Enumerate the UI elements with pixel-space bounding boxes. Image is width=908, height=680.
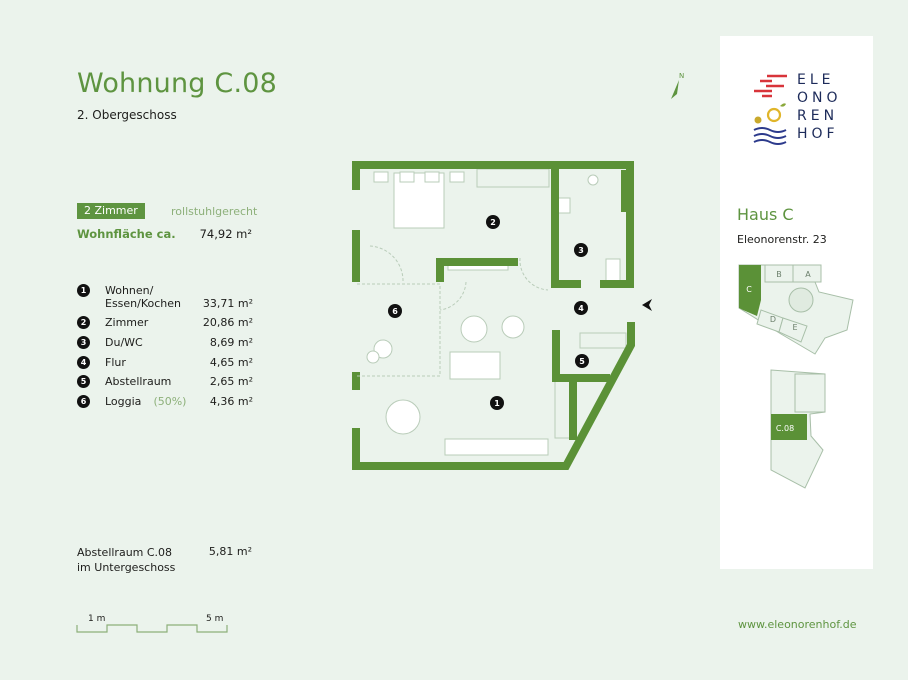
room-area: 4,36 m² <box>209 395 253 408</box>
room-number: 1 <box>77 284 90 297</box>
room-number: 6 <box>77 395 90 408</box>
room-row: 5 Abstellraum 2,65 m² <box>77 375 253 388</box>
compass-label: N <box>679 72 684 80</box>
room-note: (50%) <box>153 395 187 408</box>
rooms-badge: 2 Zimmer <box>77 203 145 219</box>
room-number: 5 <box>77 375 90 388</box>
floor-plan: 1 2 3 4 5 6 <box>352 161 652 470</box>
room-marker-6: 6 <box>392 307 398 316</box>
room-area: 2,65 m² <box>209 375 253 388</box>
logo-text-1: ELE <box>797 72 835 88</box>
room-label: Zimmer <box>105 316 149 329</box>
room-label: Flur <box>105 356 126 369</box>
scale-bar <box>76 624 228 633</box>
room-area: 8,69 m² <box>209 336 253 349</box>
room-label-line1: Wohnen/ <box>105 284 154 297</box>
room-marker-3: 3 <box>578 246 584 255</box>
site-label-d: D <box>770 315 776 324</box>
house-title: Haus C <box>737 205 794 224</box>
page-title: Wohnung C.08 <box>77 68 277 99</box>
room-marker-2: 2 <box>490 218 496 227</box>
room-area: 4,65 m² <box>209 356 253 369</box>
room-row: 4 Flur 4,65 m² <box>77 356 253 369</box>
living-area-label: Wohnfläche ca. <box>77 227 176 241</box>
room-row: 1 Wohnen/Essen/Kochen 33,71 m² <box>77 284 253 310</box>
scale-label-left: 1 m <box>88 614 106 624</box>
logo-text-3: REN <box>797 108 839 124</box>
room-label: Wohnen/Essen/Kochen <box>105 284 181 310</box>
unit-label: C.08 <box>776 424 794 433</box>
room-row: 2 Zimmer 20,86 m² <box>77 316 253 329</box>
sofa-icon <box>449 351 501 380</box>
floor-label: 2. Obergeschoss <box>77 108 177 122</box>
room-label: Du/WC <box>105 336 143 349</box>
logo-text-2: ONO <box>797 90 842 106</box>
logo-text-4: HOF <box>797 126 839 142</box>
room-label: Loggia (50%) <box>105 395 186 408</box>
wardrobe <box>476 168 550 188</box>
room-marker-4: 4 <box>578 304 584 313</box>
storage-line1: Abstellraum C.08 <box>77 546 173 559</box>
site-label-a: A <box>805 270 811 279</box>
room-label-line2: Essen/Kochen <box>105 297 182 310</box>
house-address: Eleonorenstr. 23 <box>737 233 827 246</box>
entrance-arrow-icon <box>642 299 652 311</box>
room-label: Abstellraum <box>105 375 172 388</box>
chair-icon <box>501 315 525 339</box>
table-icon <box>460 315 488 343</box>
scale-label-right: 5 m <box>206 614 224 624</box>
site-plan: A B C D E C.08 <box>738 264 854 489</box>
storage-area: 5,81 m² <box>208 545 252 558</box>
room-number: 2 <box>77 316 90 329</box>
accessibility-label: rollstuhlgerecht <box>171 205 258 218</box>
room-area: 20,86 m² <box>202 316 253 329</box>
storage-label: Abstellraum C.08 im Untergeschoss <box>77 545 175 575</box>
room-marker-1: 1 <box>494 399 500 408</box>
room-row: 6 Loggia (50%) 4,36 m² <box>77 395 253 408</box>
room-number: 4 <box>77 356 90 369</box>
room-number: 3 <box>77 336 90 349</box>
room-marker-5: 5 <box>579 357 585 366</box>
storage-line2: im Untergeschoss <box>77 561 176 574</box>
room-label-text: Loggia <box>105 395 142 408</box>
living-area-value: 74,92 m² <box>199 227 252 241</box>
logo-mark-icon <box>753 74 787 145</box>
room-row: 3 Du/WC 8,69 m² <box>77 336 253 349</box>
dining-table-icon <box>385 399 421 435</box>
site-label-e: E <box>792 323 797 332</box>
room-area: 33,71 m² <box>202 297 253 310</box>
website-link[interactable]: www.eleonorenhof.de <box>738 618 857 631</box>
site-label-b: B <box>776 270 782 279</box>
north-arrow-icon: N <box>671 72 684 99</box>
kitchen-counter <box>444 438 549 456</box>
site-label-c: C <box>746 285 752 294</box>
